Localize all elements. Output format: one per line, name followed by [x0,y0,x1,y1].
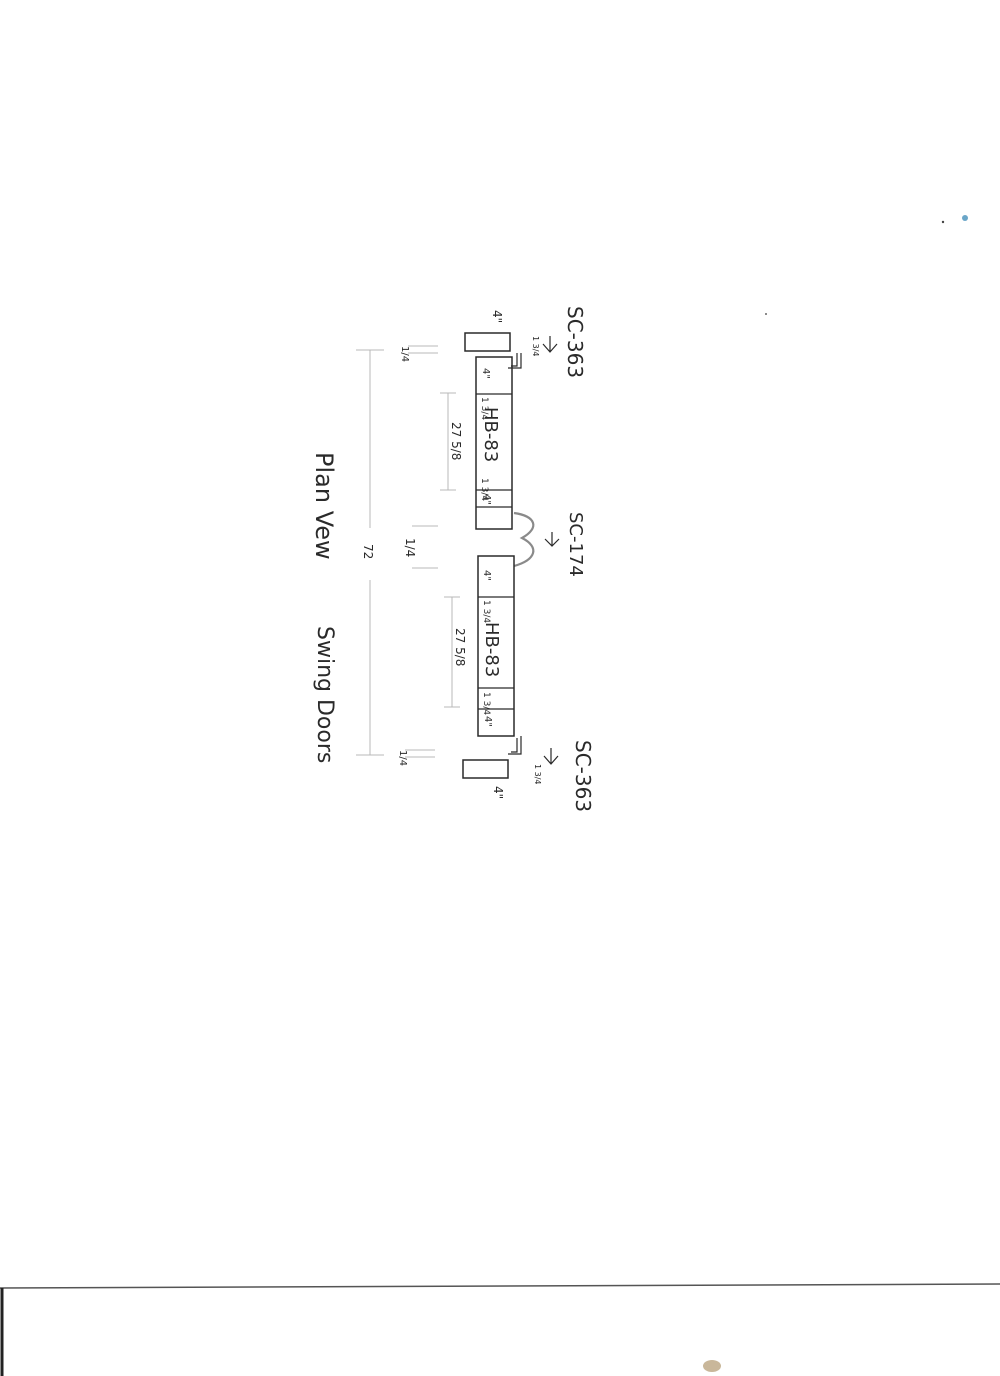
left-door-bottom-stile: 4" [481,494,492,505]
right-jamb-width: 4" [491,786,505,799]
left-jamb [464,332,511,352]
scan-speck [765,313,767,315]
left-door-width-dimension [440,392,456,491]
caption-swing-doors: Swing Doors [312,626,337,763]
left-closer-offset: 1 3/4 [531,336,540,357]
right-closer-offset: 1 3/4 [533,764,542,785]
left-side-gap-label: 1/4 [399,346,410,362]
right-door-model: HB-83 [481,622,502,677]
scan-edge-line [0,1283,1000,1289]
scan-speck [962,215,968,221]
right-door-right-offset: 1 3/4 [481,692,491,715]
left-door-width-label: 27 5/8 [449,422,463,460]
left-jamb-width: 4" [490,310,504,323]
right-door-width-label: 27 5/8 [453,628,467,666]
left-hinge-bracket [508,353,522,369]
center-stop-model: SC-174 [565,512,586,577]
left-door-left-offset: 1 3/4 [479,397,489,420]
right-door-bottom-stile: 4" [482,716,493,727]
center-gap-label: 1/4 [403,538,417,557]
left-door-top-stile: 4" [480,368,491,379]
right-door [477,555,515,737]
right-closer-model: SC-363 [571,740,595,812]
left-closer-arrow [542,336,558,353]
center-stop-symbol [513,511,535,568]
right-hinge-bracket [508,736,522,755]
left-closer-model: SC-363 [563,306,587,378]
left-door [475,356,513,530]
right-side-gap-mark [405,749,435,758]
overall-width-label: 72 [361,544,375,559]
left-door-right-offset: 1 3/4 [479,478,489,501]
right-door-top-stile: 4" [481,570,492,581]
overall-width-dimension [356,349,384,756]
scan-smudge [703,1360,721,1372]
caption-plan-view: Plan Vew [310,452,338,560]
right-closer-arrow [543,748,559,765]
scan-speck [941,220,945,224]
left-side-gap-mark [408,345,438,354]
right-door-width-dimension [444,596,460,708]
right-side-gap-label: 1/4 [397,750,408,766]
right-jamb [462,759,509,779]
center-gap-mark [412,525,438,569]
right-door-left-offset: 1 3/4 [481,600,491,623]
center-stop-arrow [544,532,560,547]
left-door-model: HB-83 [480,407,501,462]
